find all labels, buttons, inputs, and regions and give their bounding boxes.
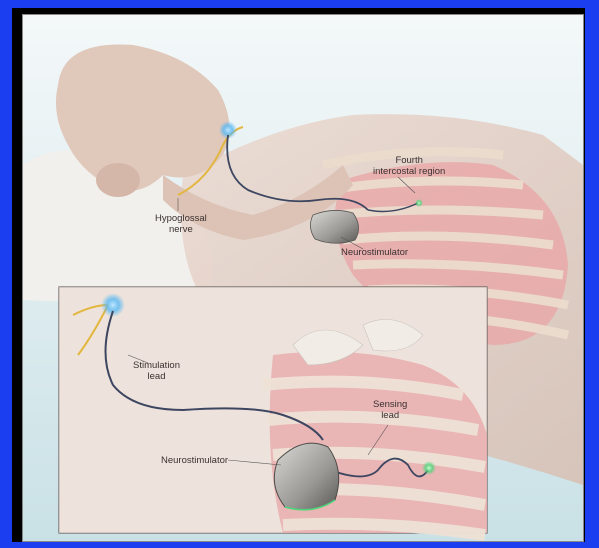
label-stimulation-line2: lead bbox=[133, 371, 180, 382]
label-hypoglossal-line1: Hypoglossal bbox=[155, 213, 207, 224]
blue-border-right bbox=[585, 0, 599, 548]
neurostimulator-device-top bbox=[310, 210, 358, 243]
label-intercostal-line2: intercostal region bbox=[373, 166, 445, 177]
label-intercostal-line1: Fourth bbox=[373, 155, 445, 166]
label-sensing-line1: Sensing bbox=[373, 399, 407, 410]
label-sensing-lead: Sensing lead bbox=[373, 399, 407, 421]
label-stimulation-line1: Stimulation bbox=[133, 360, 180, 371]
blue-border-bottom bbox=[0, 542, 599, 548]
blue-border-top bbox=[0, 0, 599, 8]
sensing-tip-top bbox=[415, 199, 423, 207]
medical-illustration: Hypoglossal nerve Fourth intercostal reg… bbox=[22, 14, 584, 542]
label-hypoglossal-line2: nerve bbox=[155, 224, 207, 235]
illustration-canvas bbox=[23, 15, 583, 541]
label-neurostimulator-top: Neurostimulator bbox=[341, 247, 408, 258]
inset-panel bbox=[59, 287, 487, 535]
label-hypoglossal-nerve: Hypoglossal nerve bbox=[155, 213, 207, 235]
blue-border-left bbox=[0, 0, 12, 548]
label-fourth-intercostal-region: Fourth intercostal region bbox=[373, 155, 445, 177]
label-stimulation-lead: Stimulation lead bbox=[133, 360, 180, 382]
ear bbox=[96, 163, 140, 197]
label-sensing-line2: lead bbox=[373, 410, 407, 421]
label-neurostimulator-inset: Neurostimulator bbox=[161, 455, 228, 466]
